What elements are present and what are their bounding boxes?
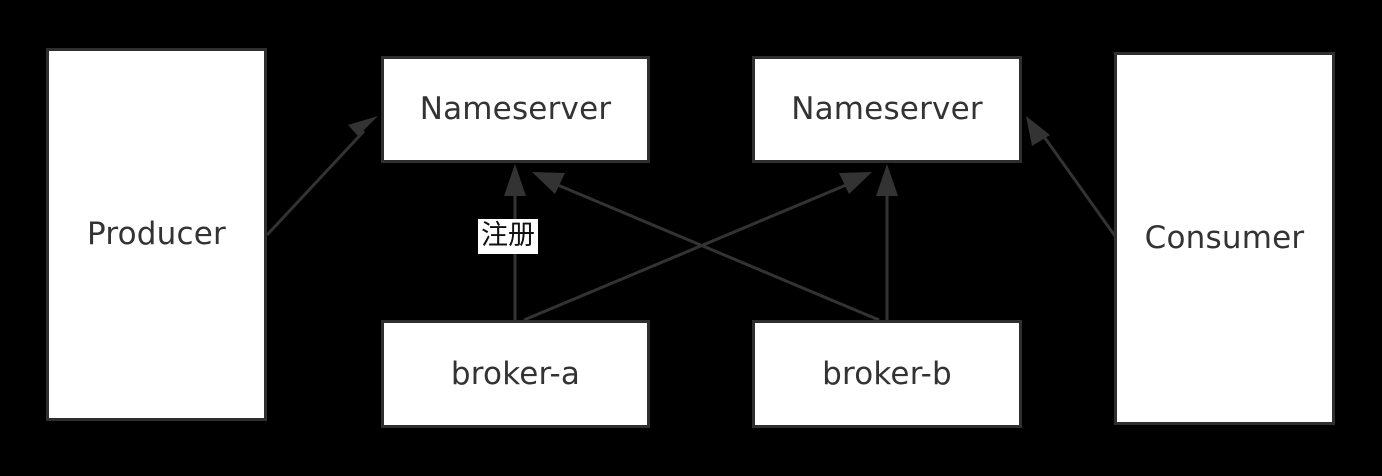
edge-broker-a-to-nameserver2 xyxy=(523,172,872,322)
node-producer[interactable]: Producer xyxy=(46,48,267,421)
node-broker-b[interactable]: broker-b xyxy=(752,320,1022,428)
node-nameserver-1[interactable]: Nameserver xyxy=(381,56,650,163)
node-broker-b-label: broker-b xyxy=(822,355,952,392)
node-consumer-label: Consumer xyxy=(1144,220,1305,257)
edge-consumer-to-nameserver2 xyxy=(1026,116,1117,237)
edge-broker-b-to-nameserver2 xyxy=(876,164,898,320)
node-producer-label: Producer xyxy=(87,216,226,253)
node-nameserver-2-label: Nameserver xyxy=(791,91,983,128)
node-broker-a[interactable]: broker-a xyxy=(381,320,650,428)
edge-broker-b-to-nameserver1 xyxy=(532,172,880,322)
node-broker-a-label: broker-a xyxy=(450,355,581,392)
node-nameserver-2[interactable]: Nameserver xyxy=(752,56,1022,163)
node-consumer[interactable]: Consumer xyxy=(1114,52,1335,425)
edge-producer-to-nameserver1 xyxy=(265,116,378,237)
edge-label-register: 注册 xyxy=(478,219,538,254)
node-nameserver-1-label: Nameserver xyxy=(419,91,612,128)
